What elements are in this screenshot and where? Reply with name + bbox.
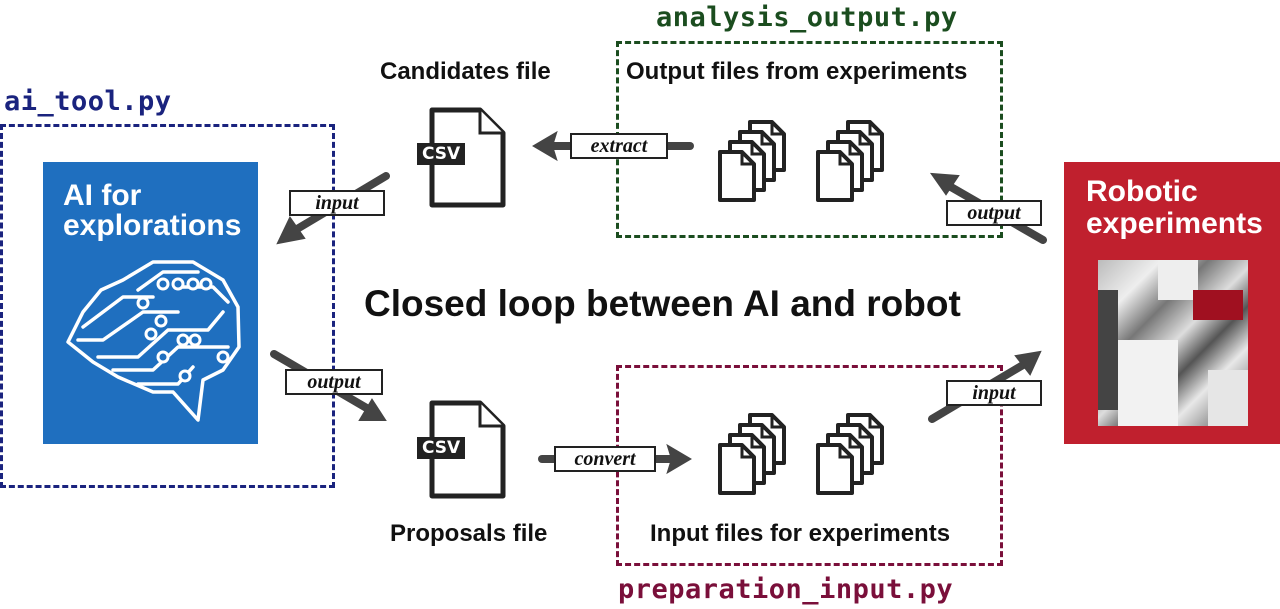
arrowhead-ai-to-proposals xyxy=(358,398,387,421)
output-file-stack-1 xyxy=(720,122,784,200)
output-files-label: Output files from experiments xyxy=(626,58,968,85)
candidates-csv-icon xyxy=(429,107,506,208)
ai-panel-title-line2: explorations xyxy=(63,209,242,242)
tag-ai-to-proposals: output xyxy=(285,369,383,395)
arrowhead-proposals-to-input xyxy=(666,443,692,475)
ai-tool-script-label: ai_tool.py xyxy=(4,86,172,117)
input-files-label: Input files for experiments xyxy=(650,520,951,547)
robot-panel: Robotic experiments xyxy=(1064,162,1280,444)
tag-robot-to-output: output xyxy=(946,200,1042,226)
arrowhead-robot-to-output xyxy=(929,172,960,196)
candidates-csv-badge: CSV xyxy=(417,143,466,165)
ai-panel-title-line1: AI for xyxy=(63,179,142,212)
input-file-stack-1 xyxy=(720,415,784,493)
input-file-stack-2 xyxy=(818,415,882,493)
diagram-title: Closed loop between AI and robot xyxy=(364,283,961,324)
analysis-output-script-label: analysis_output.py xyxy=(656,2,958,33)
tag-input-to-robot: input xyxy=(946,380,1042,406)
proposals-csv-icon xyxy=(429,400,506,499)
brain-circuit-icon xyxy=(66,260,241,422)
candidates-file-label: Candidates file xyxy=(380,58,551,85)
arrowhead-candidates-to-ai xyxy=(276,216,306,245)
tag-proposals-to-input: convert xyxy=(554,446,656,472)
arrowhead-input-to-robot xyxy=(1014,350,1042,376)
tag-candidates-to-ai: input xyxy=(289,190,385,216)
output-file-stack-2 xyxy=(818,122,882,200)
robot-panel-title-line1: Robotic xyxy=(1086,175,1198,208)
preparation-input-script-label: preparation_input.py xyxy=(618,574,954,605)
arrowhead-output-to-candidates xyxy=(532,130,558,162)
proposals-csv-badge: CSV xyxy=(417,437,466,459)
ai-panel: AI for explorations xyxy=(43,162,258,444)
robot-panel-title-line2: experiments xyxy=(1086,207,1263,240)
robot-photo xyxy=(1098,260,1248,426)
brain-outline xyxy=(66,260,241,422)
ai-tool-boundary xyxy=(0,124,335,488)
tag-output-to-candidates: extract xyxy=(570,133,668,159)
proposals-file-label: Proposals file xyxy=(390,520,548,547)
